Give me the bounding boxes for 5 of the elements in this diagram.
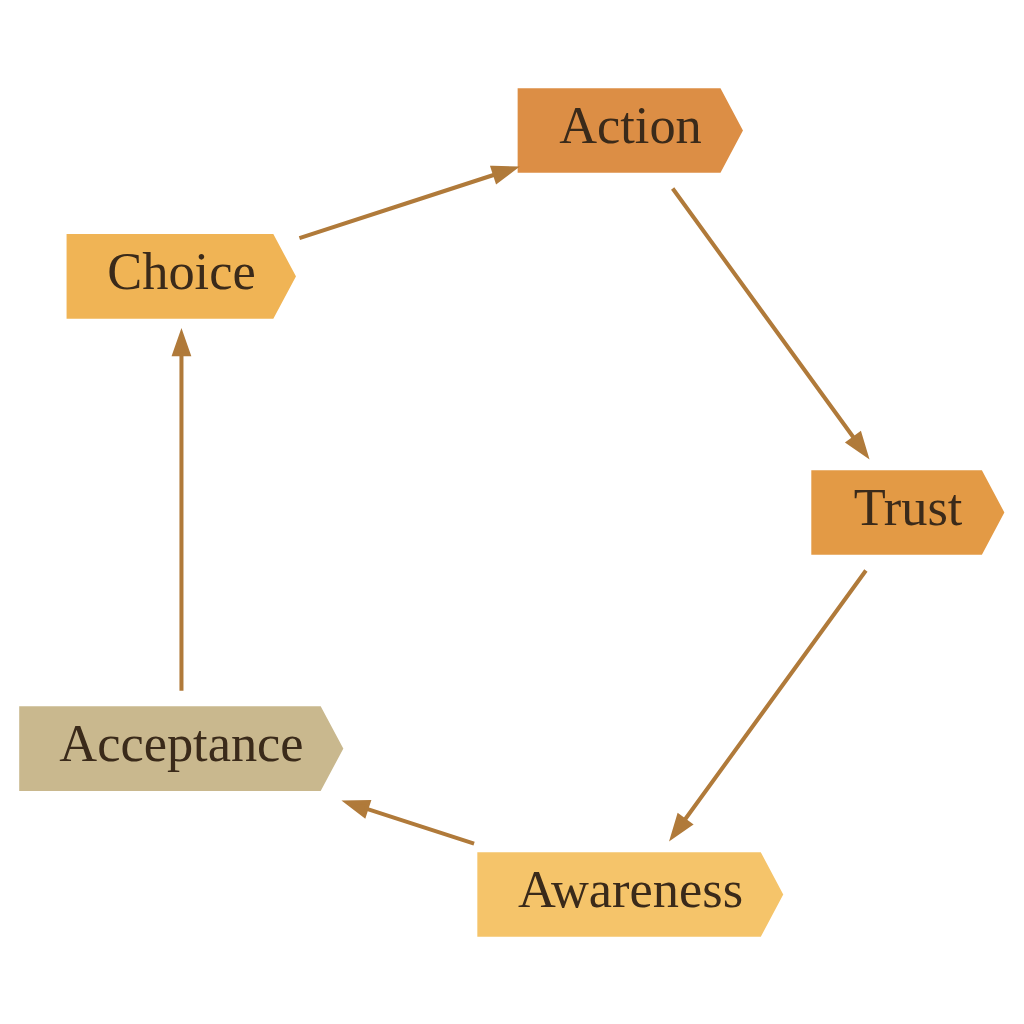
arrow [171, 327, 192, 691]
arrow [671, 186, 870, 459]
arrow [341, 799, 475, 846]
arrow [669, 568, 868, 841]
arrow [298, 165, 520, 240]
